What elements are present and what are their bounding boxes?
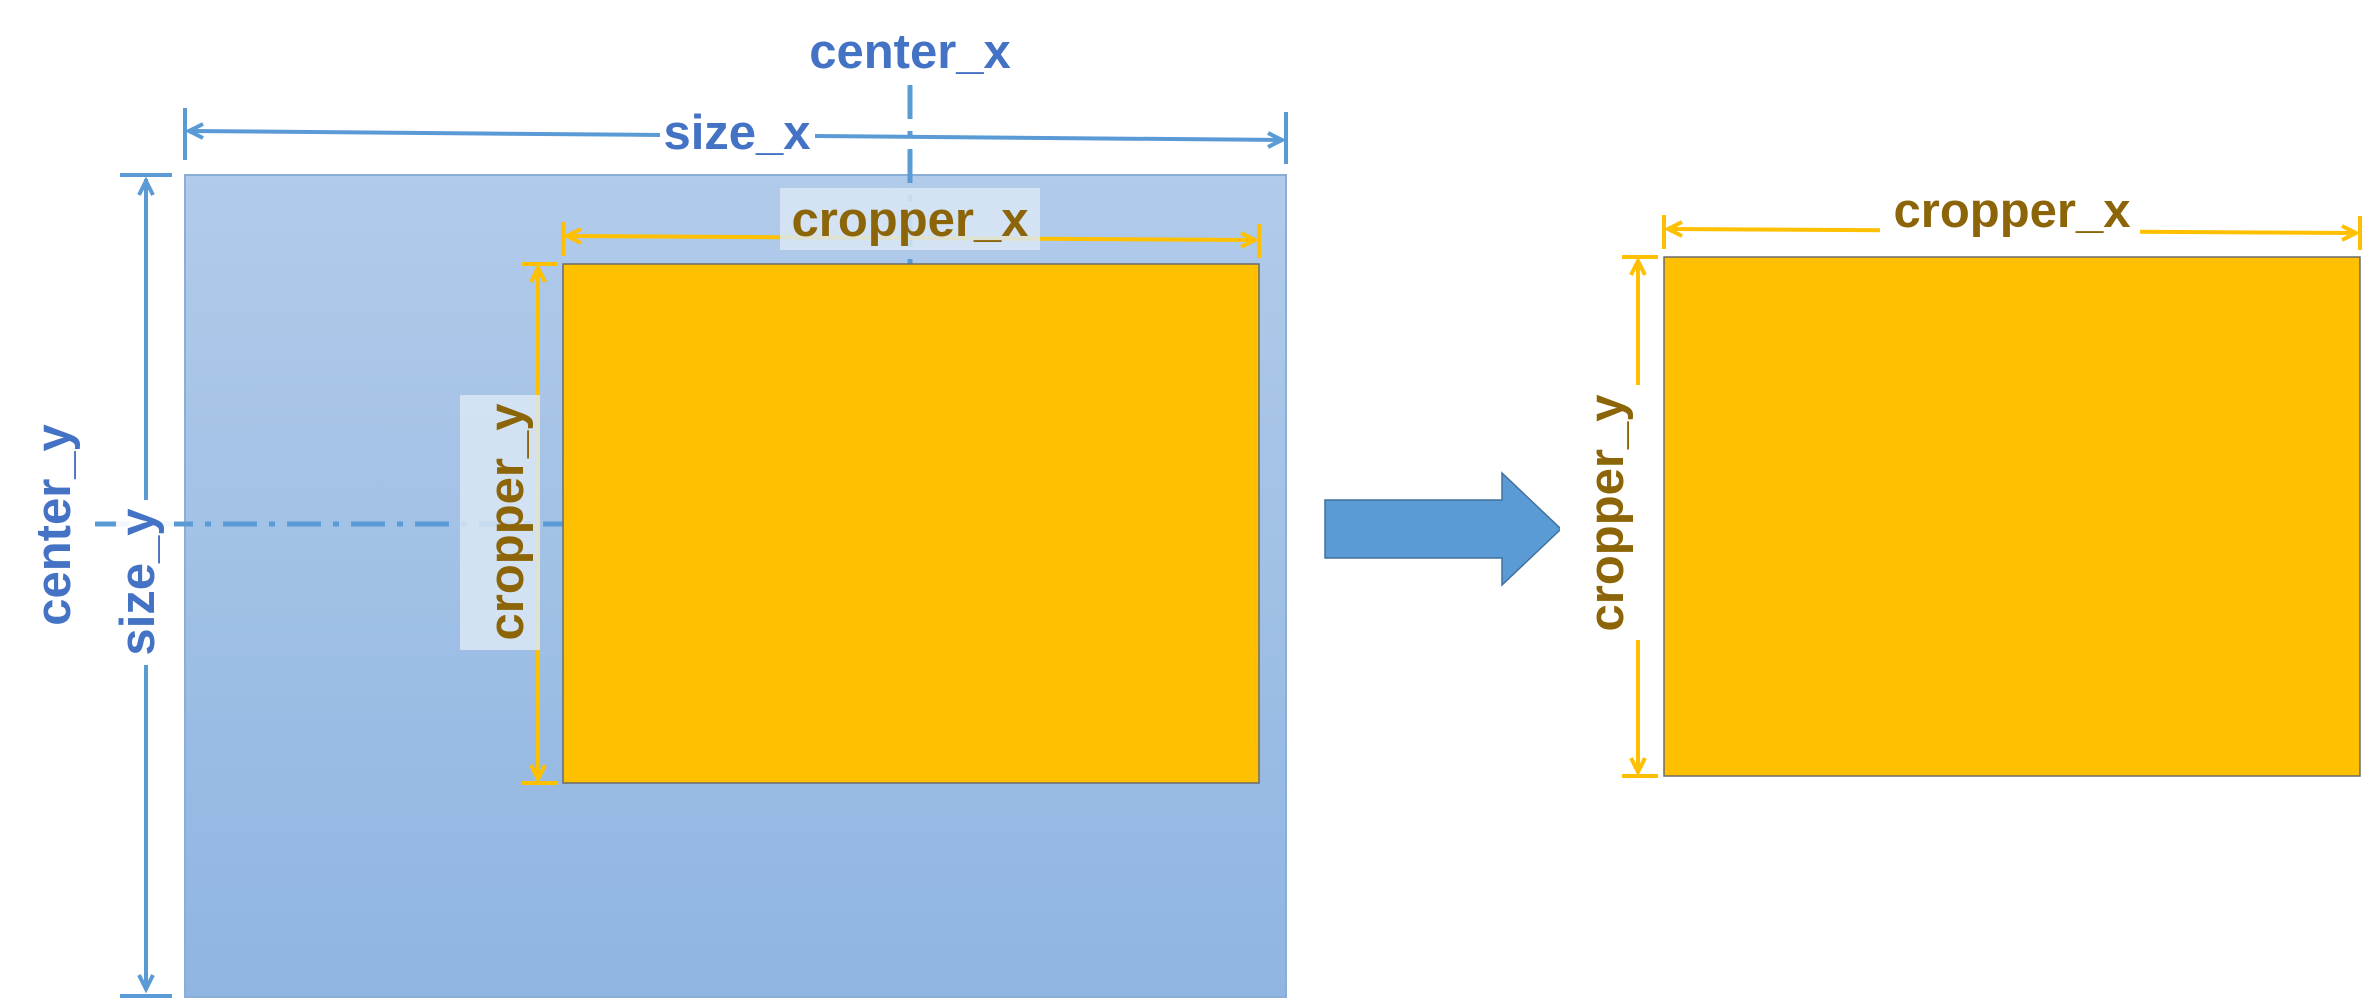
- output-crop-image: [1663, 256, 2361, 777]
- center-x-label: center_x: [809, 25, 1011, 79]
- size-y-dimension: [120, 173, 172, 998]
- output-cropper-y-label: cropper_y: [1580, 395, 1634, 632]
- size-x-label-bg: [662, 104, 812, 164]
- crop-region: [562, 263, 1260, 784]
- source-cropper-y-label-bg: [460, 395, 540, 650]
- output-cropper-x-label: cropper_x: [1894, 184, 2131, 238]
- size-x-label: size_x: [663, 106, 810, 160]
- source-cropper-y-label: cropper_y: [480, 404, 534, 641]
- output-cropper-y-label-bg: [1560, 385, 1640, 640]
- size-y-label-bg: [116, 500, 174, 665]
- source-cropper-x-label-bg: [780, 188, 1040, 250]
- size-y-label: size_y: [111, 508, 165, 655]
- right-arrow-icon: [1324, 471, 1563, 587]
- output-cropper-x-label-bg: [1880, 180, 2140, 240]
- center-y-label: center_y: [27, 424, 81, 626]
- size-x-dimension: [183, 108, 1288, 164]
- source-cropper-x-label: cropper_x: [792, 193, 1029, 247]
